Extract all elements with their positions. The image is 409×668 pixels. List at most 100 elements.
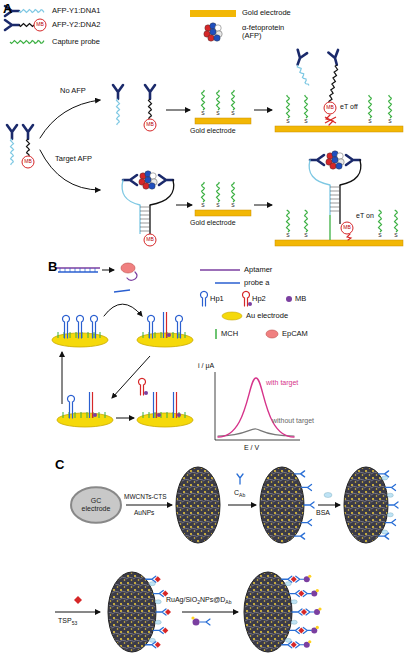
stroke — [58, 271, 98, 272]
mb-label-circle — [324, 102, 336, 114]
signal-star — [316, 626, 319, 629]
stroke — [85, 268, 86, 272]
annotation: Target AFP — [55, 155, 92, 163]
stroke — [176, 392, 177, 418]
stroke — [65, 268, 66, 272]
antibody — [310, 155, 324, 165]
mb-dot — [286, 296, 292, 302]
annotation: E / V — [244, 444, 259, 452]
star-icon — [191, 616, 194, 619]
antibody — [23, 125, 33, 139]
epcam-icon — [266, 330, 278, 338]
stroke — [94, 332, 95, 338]
gold-electrode — [275, 240, 403, 246]
mb-label-circle — [144, 234, 156, 246]
stroke — [155, 332, 156, 338]
annotation: No AFP — [60, 87, 86, 95]
drawn-path — [68, 395, 75, 418]
legend-text: AFP-Y1:DNA1 — [52, 7, 100, 15]
antibody — [145, 85, 155, 99]
modified-electrode — [260, 467, 304, 543]
drawn-path — [176, 315, 183, 338]
annotation: Gold electrode — [190, 219, 236, 227]
stroke — [329, 185, 330, 215]
mb-dot — [248, 302, 252, 306]
reagent-label: CAb — [234, 489, 245, 499]
antibody — [123, 175, 137, 185]
tsp53 — [298, 591, 304, 597]
reagent-name: TSP — [58, 617, 72, 624]
symbol-label: S — [201, 111, 204, 117]
arrow — [228, 505, 256, 506]
stroke — [155, 412, 156, 418]
stroke — [140, 215, 150, 216]
au-electrode-icon — [222, 312, 242, 320]
dna-strand — [202, 90, 205, 110]
drawn-path — [296, 642, 304, 648]
arrow — [254, 205, 272, 206]
stroke — [76, 332, 77, 338]
reagent-label: TSP53 — [58, 617, 77, 627]
annotation: without target — [272, 417, 314, 425]
mb-dot — [144, 391, 148, 395]
drawn-path — [282, 642, 292, 648]
annotation: Gold electrode — [190, 127, 236, 135]
annotation: MWCNTs-CTS — [124, 493, 167, 500]
stroke — [87, 412, 88, 418]
dna-strand — [217, 90, 220, 110]
drawn-path — [201, 291, 208, 306]
symbol-label: S — [304, 233, 307, 239]
bsa — [387, 513, 393, 517]
mb-dot — [93, 413, 97, 417]
mb-label-circle — [22, 156, 34, 168]
stroke — [339, 215, 340, 224]
symbol-label: MB — [36, 22, 44, 28]
subscript: Ab — [239, 492, 245, 498]
stroke — [75, 412, 76, 418]
stroke — [140, 227, 150, 228]
drawn-path — [5, 20, 19, 30]
stroke — [140, 223, 150, 224]
annotation: BSA — [316, 509, 330, 517]
legend-text: Au electrode — [246, 312, 288, 320]
stroke — [88, 332, 89, 338]
arrow — [112, 356, 150, 398]
drawn-path — [295, 533, 305, 539]
arrow — [254, 110, 272, 111]
protein-bead — [210, 29, 216, 35]
dna-strand — [379, 210, 382, 232]
drawn-path — [127, 272, 137, 280]
reagent-label: RuAg/SiO2NPs@DAb — [166, 596, 231, 606]
stroke — [163, 312, 164, 338]
stroke — [149, 205, 150, 234]
stroke — [70, 332, 71, 338]
tsp53-icon — [74, 596, 82, 604]
symbol-label: MB — [24, 159, 32, 165]
bsa — [149, 638, 155, 642]
drawn-path — [159, 175, 173, 185]
stroke — [200, 269, 240, 271]
drawn-path — [7, 125, 17, 139]
subscript: 53 — [72, 620, 78, 626]
arrow — [62, 352, 63, 404]
stroke — [153, 392, 154, 418]
panel-letter: A — [3, 2, 12, 16]
legend-text: Aptamer — [244, 266, 272, 274]
dna-strand — [149, 99, 152, 119]
stroke — [330, 195, 340, 196]
dna-strand — [217, 182, 220, 202]
gold-electrode — [195, 118, 251, 124]
au-electrode — [52, 333, 108, 347]
dna-strand — [395, 210, 398, 232]
au-electrode — [137, 413, 193, 427]
stroke — [99, 412, 100, 418]
legend-text: MB — [295, 295, 306, 303]
drawn-path — [146, 642, 156, 648]
symbol-label: S — [368, 119, 371, 125]
reagent-name: RuAg/SiO — [166, 596, 197, 603]
reagent-name: C — [234, 489, 239, 496]
bsa — [155, 620, 161, 624]
drawn-path — [310, 155, 324, 165]
stroke — [330, 199, 340, 200]
